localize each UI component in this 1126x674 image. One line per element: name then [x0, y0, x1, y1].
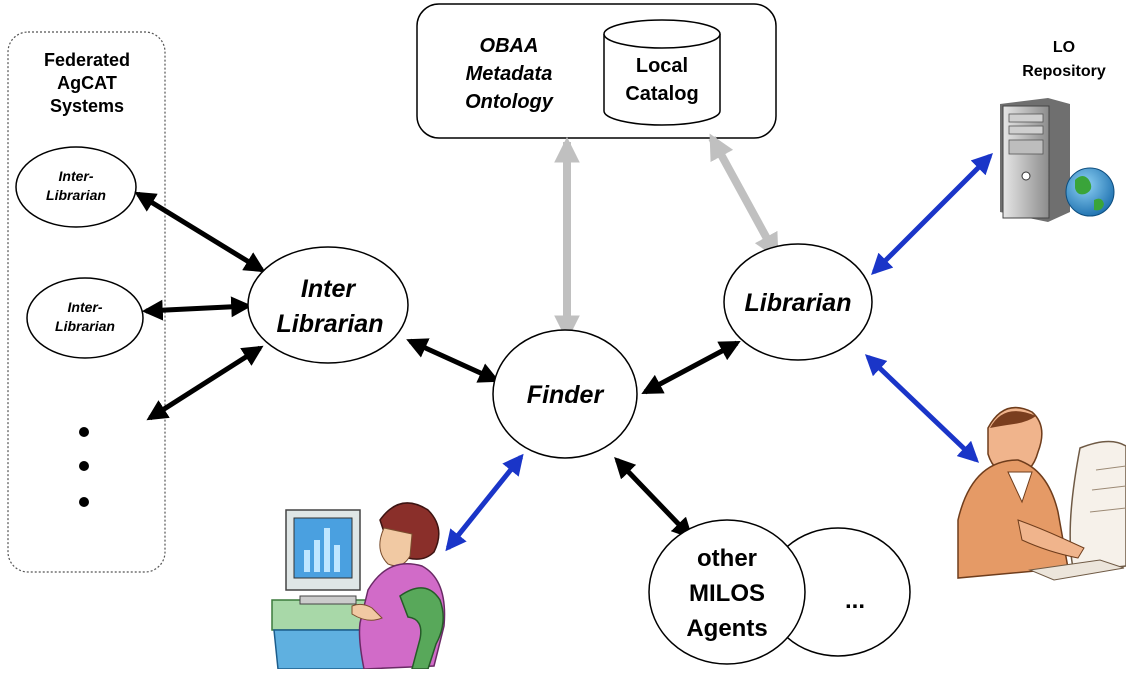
catalog-line-2: Catalog: [625, 83, 698, 105]
other-agents-line-2: MILOS: [689, 580, 765, 607]
obaa-line-1: OBAA: [480, 35, 539, 57]
librarian-node: Librarian: [723, 243, 873, 361]
other-agents-line-1: other: [697, 545, 757, 572]
arrow-user-finder: [445, 453, 524, 552]
connection-arrows: [134, 133, 993, 552]
arrow-repository-librarian: [871, 153, 993, 275]
woman-at-computer-icon: [271, 502, 446, 670]
federated-node-2-line-1: Inter-: [68, 299, 103, 315]
federated-node-1-line-1: Inter-: [59, 168, 94, 184]
inter-librarian-line-2: Librarian: [277, 310, 384, 338]
arrow-interlibrarian-finder: [406, 338, 500, 383]
arrow-catalog-librarian: [708, 133, 780, 260]
finder-node: Finder: [492, 329, 638, 459]
federated-title-line-1: Federated: [44, 50, 130, 70]
arrow-fed1-interlibrarian: [134, 191, 266, 273]
obaa-line-3: Ontology: [465, 91, 554, 113]
server-globe-icon: [1000, 98, 1115, 222]
federated-node-1-line-2: Librarian: [46, 187, 106, 203]
lo-repository-line-1: LO: [1053, 39, 1075, 56]
federated-more-dots: [79, 427, 89, 507]
lo-repository: LO Repository: [1000, 39, 1115, 222]
inter-librarian-node: Inter Librarian: [247, 246, 409, 364]
local-catalog-cylinder: Local Catalog: [603, 19, 721, 126]
arrow-librarian-person: [864, 354, 980, 463]
federated-systems-panel: Federated AgCAT Systems Inter- Librarian…: [7, 31, 166, 573]
arrow-fed3-interlibrarian: [146, 345, 264, 421]
obaa-ontology-box: OBAA Metadata Ontology Local Catalog: [416, 3, 777, 139]
federated-inter-librarian-node-2: Inter- Librarian: [26, 277, 144, 359]
other-agents-line-3: Agents: [686, 615, 767, 642]
more-agents-label: ...: [845, 587, 865, 614]
obaa-line-2: Metadata: [466, 63, 553, 85]
arrow-fed2-interlibrarian: [141, 296, 253, 321]
other-agents-node: ... other MILOS Agents: [648, 519, 911, 665]
federated-node-2-line-2: Librarian: [55, 318, 115, 334]
federated-inter-librarian-node-1: Inter- Librarian: [15, 146, 137, 228]
finder-label: Finder: [527, 381, 605, 409]
inter-librarian-line-1: Inter: [301, 275, 356, 303]
federated-title-line-3: Systems: [50, 96, 124, 116]
lo-repository-line-2: Repository: [1022, 63, 1106, 80]
arrow-finder-other-agents: [614, 456, 693, 540]
arrow-finder-librarian: [641, 340, 741, 395]
catalog-line-1: Local: [636, 55, 688, 77]
man-at-computer-icon: [957, 406, 1126, 581]
librarian-label: Librarian: [745, 289, 852, 317]
federated-title-line-2: AgCAT: [57, 73, 117, 93]
